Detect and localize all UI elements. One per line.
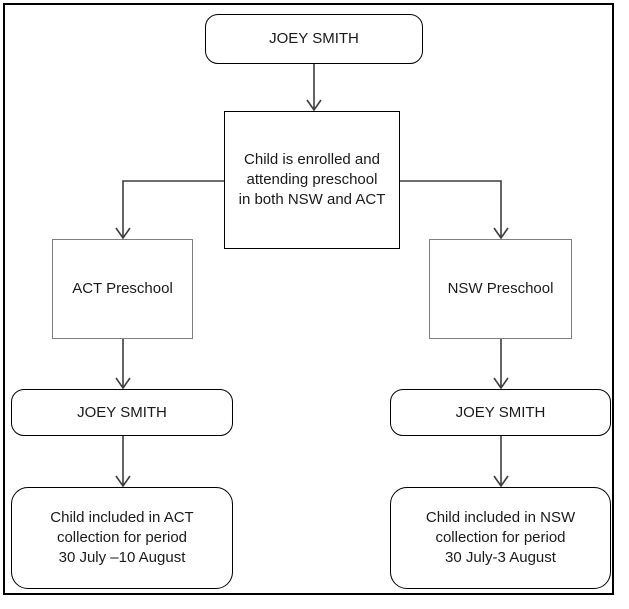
node-nsw-collection: Child included in NSW collection for per… <box>390 487 611 589</box>
node-nsw-preschool-label: NSW Preschool <box>447 280 554 297</box>
node-child-nsw-label: JOEY SMITH <box>455 403 546 421</box>
node-nsw-collection-label: Child included in NSW collection for per… <box>425 509 576 566</box>
node-child-act: JOEY SMITH <box>11 389 233 436</box>
node-act-collection: Child included in ACT collection for per… <box>11 487 233 589</box>
node-enrolment-status-label: Child is enrolled and attending preschoo… <box>238 151 386 208</box>
node-nsw-preschool: NSW Preschool <box>429 239 572 339</box>
node-child-top: JOEY SMITH <box>205 14 423 64</box>
node-child-nsw: JOEY SMITH <box>390 389 611 436</box>
node-act-preschool: ACT Preschool <box>52 239 193 339</box>
node-act-preschool-label: ACT Preschool <box>72 280 173 297</box>
node-act-collection-label: Child included in ACT collection for per… <box>50 509 194 566</box>
node-child-top-label: JOEY SMITH <box>269 30 359 47</box>
node-enrolment-status: Child is enrolled and attending preschoo… <box>224 111 400 249</box>
diagram-border <box>3 3 614 595</box>
node-child-act-label: JOEY SMITH <box>77 403 167 421</box>
